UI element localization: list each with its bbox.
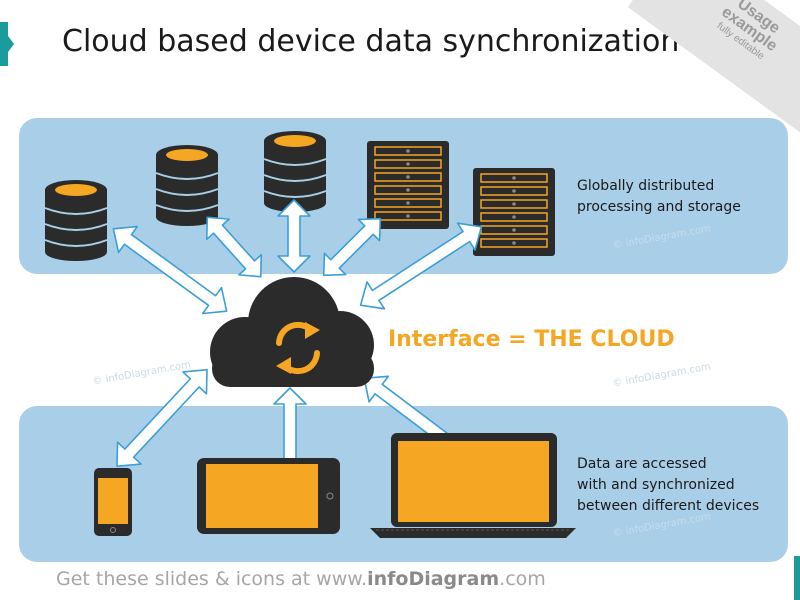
arrow-to-database [112, 225, 228, 315]
footer-suffix: .com [499, 568, 546, 590]
tablet-icon [197, 458, 340, 534]
arrow-to-database [277, 199, 311, 273]
sync-icon [276, 321, 320, 375]
description-line: with and synchronized [577, 477, 735, 493]
devices-description: Data are accessed with and synchronized … [577, 454, 759, 517]
arrow-to-phone [116, 368, 208, 468]
cloud-interface-label: Interface = THE CLOUD [388, 327, 675, 352]
arrow-to-database [205, 216, 263, 278]
arrow-to-server [359, 222, 483, 310]
server-rack-icon [472, 167, 556, 257]
footer-brand: infoDiagram [367, 568, 500, 590]
footer-text: Get these slides & icons at www.infoDiag… [56, 568, 546, 590]
slide-title: Cloud based device data synchronization [62, 24, 680, 59]
laptop-icon [370, 433, 576, 538]
arrow-to-server [322, 217, 382, 277]
footer-prefix: Get these slides & icons at www. [56, 568, 368, 590]
server-rack-icon [366, 140, 450, 230]
description-line: between different devices [577, 498, 760, 514]
database-icon [263, 130, 327, 213]
description-line: Globally distributed [577, 178, 715, 194]
database-icon [155, 144, 219, 227]
description-line: Data are accessed [577, 456, 707, 472]
description-line: processing and storage [577, 199, 741, 215]
database-icon [44, 179, 108, 262]
smartphone-icon [94, 468, 132, 536]
right-accent-marker [794, 556, 800, 600]
storage-description: Globally distributed processing and stor… [577, 176, 741, 218]
left-accent-marker [0, 22, 14, 66]
